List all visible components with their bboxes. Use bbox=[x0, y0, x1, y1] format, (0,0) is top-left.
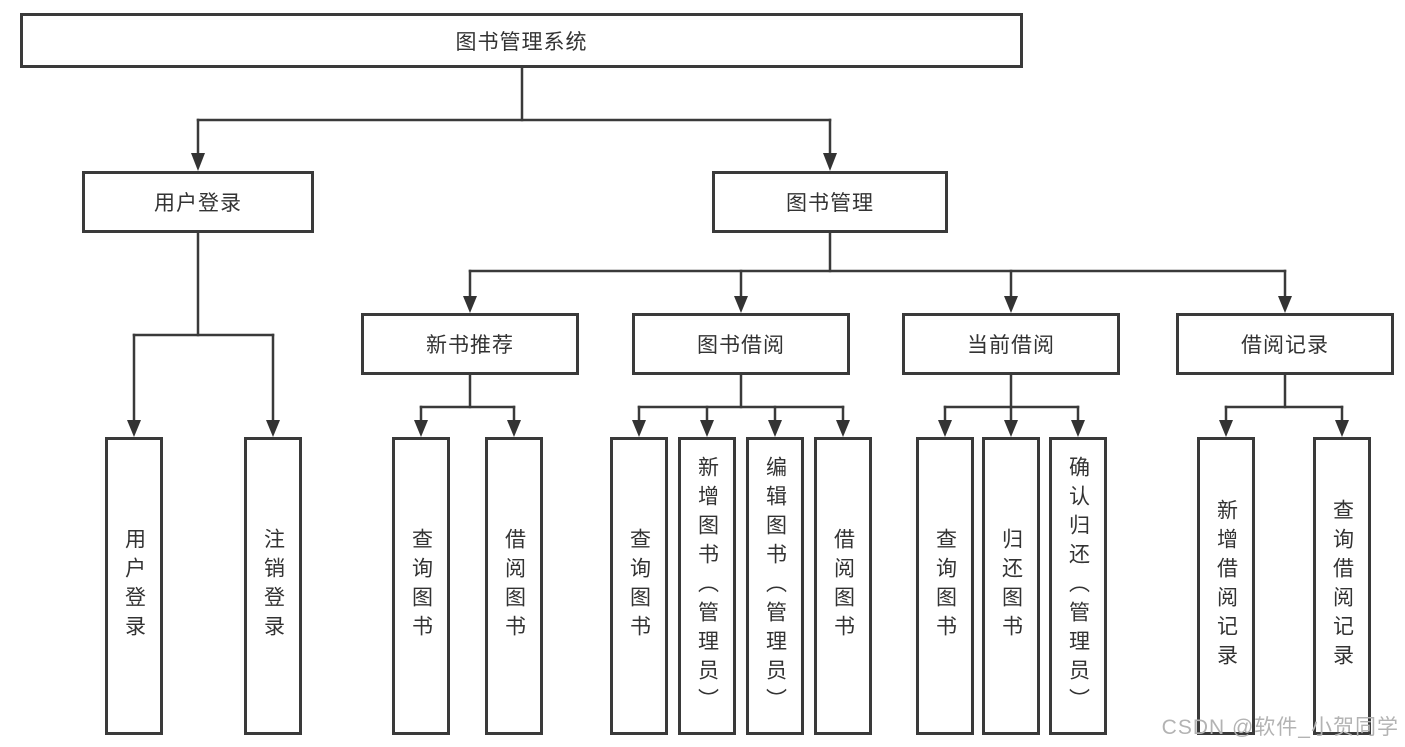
node-book-management: 图书管理 bbox=[712, 171, 948, 233]
leaf-current-return-books: 归还图书 bbox=[982, 437, 1040, 735]
node-current-borrowing: 当前借阅 bbox=[902, 313, 1120, 375]
csdn-watermark: CSDN @软件_小贺同学 bbox=[1161, 716, 1399, 739]
node-library-management-system: 图书管理系统 bbox=[20, 13, 1023, 68]
leaf-label: 用户登录 bbox=[122, 528, 146, 644]
node-label: 当前借阅 bbox=[967, 334, 1055, 357]
node-label: 图书借阅 bbox=[697, 334, 785, 357]
leaf-label: 查询图书 bbox=[409, 528, 433, 644]
node-label: 用户登录 bbox=[154, 192, 242, 215]
leaf-label: 新增借阅记录 bbox=[1214, 499, 1238, 673]
node-borrowing-records: 借阅记录 bbox=[1176, 313, 1394, 375]
leaf-label: 新增图书（管理员） bbox=[695, 455, 719, 717]
node-book-borrowing: 图书借阅 bbox=[632, 313, 850, 375]
leaf-records-query-record: 查询借阅记录 bbox=[1313, 437, 1371, 735]
leaf-label: 注销登录 bbox=[261, 528, 285, 644]
node-user-login: 用户登录 bbox=[82, 171, 314, 233]
leaf-label: 借阅图书 bbox=[831, 528, 855, 644]
leaf-newbook-query-books: 查询图书 bbox=[392, 437, 450, 735]
node-label: 新书推荐 bbox=[426, 334, 514, 357]
leaf-label: 查询图书 bbox=[627, 528, 651, 644]
leaf-label: 查询借阅记录 bbox=[1330, 499, 1354, 673]
node-label: 图书管理 bbox=[786, 192, 874, 215]
leaf-label: 确认归还（管理员） bbox=[1066, 455, 1090, 717]
leaf-borrow-query-books: 查询图书 bbox=[610, 437, 668, 735]
leaf-user-login: 用户登录 bbox=[105, 437, 163, 735]
leaf-label: 编辑图书（管理员） bbox=[763, 455, 787, 717]
leaf-label: 查询图书 bbox=[933, 528, 957, 644]
leaf-current-query-books: 查询图书 bbox=[916, 437, 974, 735]
leaf-label: 归还图书 bbox=[999, 528, 1023, 644]
node-label: 图书管理系统 bbox=[455, 30, 588, 54]
leaf-borrow-add-book-admin: 新增图书（管理员） bbox=[678, 437, 736, 735]
leaf-newbook-borrow-books: 借阅图书 bbox=[485, 437, 543, 735]
node-new-book-recommend: 新书推荐 bbox=[361, 313, 579, 375]
leaf-borrow-borrow-books: 借阅图书 bbox=[814, 437, 872, 735]
leaf-records-add-record: 新增借阅记录 bbox=[1197, 437, 1255, 735]
leaf-label: 借阅图书 bbox=[502, 528, 526, 644]
node-label: 借阅记录 bbox=[1241, 334, 1329, 357]
arrowhead-icons bbox=[127, 153, 1349, 437]
leaf-logout: 注销登录 bbox=[244, 437, 302, 735]
leaf-current-confirm-return-admin: 确认归还（管理员） bbox=[1049, 437, 1107, 735]
leaf-borrow-edit-book-admin: 编辑图书（管理员） bbox=[746, 437, 804, 735]
